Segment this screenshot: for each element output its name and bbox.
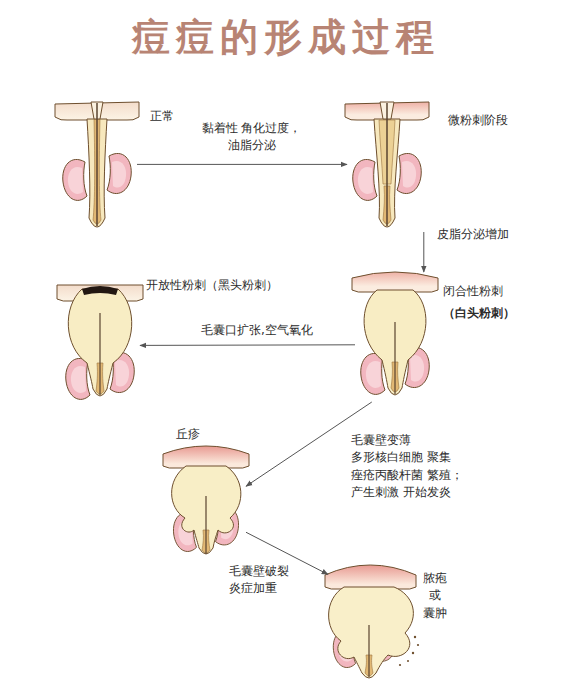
rupture-debris: [414, 636, 416, 638]
arrow-label: 毛囊壁破裂 炎症加重: [228, 563, 296, 598]
hair: [205, 496, 206, 554]
normal-follicle: [55, 102, 139, 227]
connector-group: [137, 164, 424, 574]
hair: [99, 313, 100, 395]
diagram-title: 痘痘的形成过程: [0, 12, 572, 63]
arrow-label: 皮脂分泌增加: [436, 226, 510, 243]
hair: [386, 103, 388, 226]
arrow-label: 毛囊壁变薄 多形核白细胞 聚集 痤疮丙酸杆菌 繁殖； 产生刺激 开始发炎: [350, 432, 474, 502]
open-comedo-follicle: [57, 285, 143, 399]
process-arrow: [140, 344, 355, 346]
hair: [394, 322, 395, 394]
hair: [368, 625, 369, 677]
follicle-wall: [172, 466, 241, 554]
follicle-wall: [364, 290, 426, 395]
follicle-wall: [68, 289, 131, 396]
stage-node: 微粉刺阶段: [347, 102, 427, 232]
stage-node: 开放性粉刺（黑头粉刺）: [60, 283, 140, 403]
skin-layer: [163, 446, 249, 468]
pustule-follicle: [325, 565, 419, 678]
rupture-debris: [399, 664, 401, 666]
blackhead-plug: [82, 286, 118, 295]
rupture-debris: [407, 660, 409, 662]
stage-label: 丘疹: [176, 426, 200, 443]
process-arrow: [137, 164, 347, 165]
microcomedo-follicle: [345, 102, 429, 227]
papule-follicle: [163, 446, 249, 554]
stage-label: 脓疱 或 囊肿: [420, 570, 450, 622]
process-arrow: [423, 232, 424, 272]
stage-label: （白头粉刺）: [443, 305, 515, 322]
stage-label: 正常: [150, 108, 174, 125]
stage-node: 丘疹: [166, 446, 246, 561]
arrow-label: 黏着性 角化过度，油脂分泌: [188, 120, 315, 155]
stage-label: 开放性粉刺（黑头粉刺）: [146, 277, 278, 294]
stage-node: 闭合性粉刺（白头粉刺）: [355, 272, 435, 402]
arrow-label: 毛囊口扩张,空气氧化: [200, 322, 314, 339]
hair: [96, 103, 98, 226]
stage-label: 闭合性粉刺: [443, 283, 503, 300]
rupture-debris: [417, 644, 419, 646]
stage-node: 正常: [57, 102, 137, 232]
closed-comedo-follicle: [352, 272, 438, 395]
rupture-debris: [412, 652, 414, 654]
stage-label: 微粉刺阶段: [448, 112, 508, 129]
skin-layer: [352, 272, 438, 292]
stage-node: 脓疱 或 囊肿: [328, 565, 413, 683]
skin-layer: [325, 565, 416, 589]
follicle-wall: [329, 587, 414, 678]
